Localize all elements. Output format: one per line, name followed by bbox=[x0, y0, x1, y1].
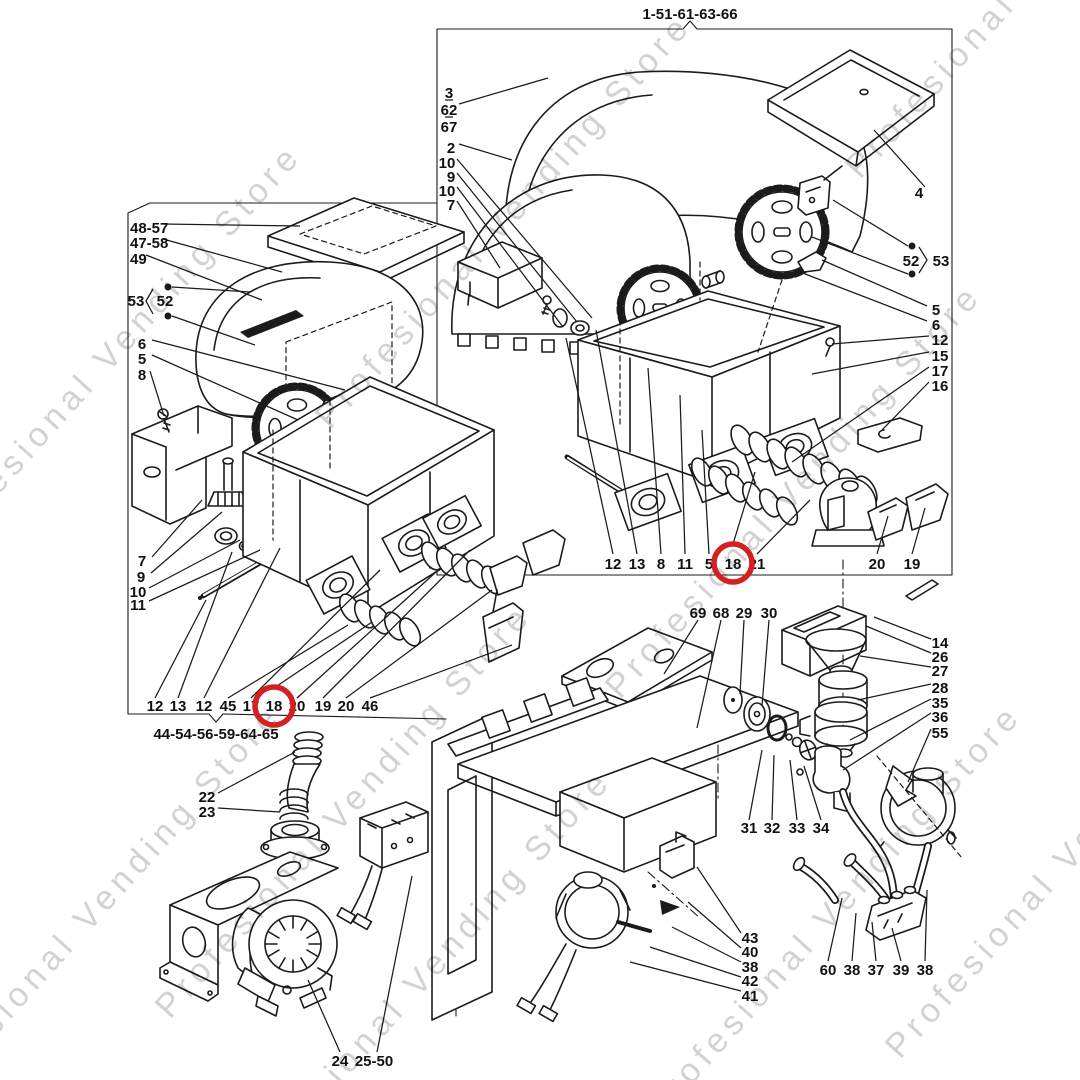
part-label-38: 38 bbox=[917, 962, 934, 979]
part-label-4: 4 bbox=[915, 185, 924, 202]
part-label-29: 29 bbox=[736, 605, 753, 622]
part-label-28: 28 bbox=[932, 680, 949, 697]
blower-assembly-drawing bbox=[159, 731, 429, 1017]
part-label-68: 68 bbox=[713, 605, 730, 622]
right-assembly-drawing bbox=[451, 49, 949, 547]
part-label-5: 5 bbox=[138, 351, 146, 368]
part-label-53: 53 bbox=[128, 293, 145, 310]
auger-coil bbox=[420, 541, 504, 595]
part-label-5: 5 bbox=[932, 302, 940, 319]
part-label-11: 11 bbox=[130, 597, 146, 614]
part-label-52: 52 bbox=[903, 253, 920, 270]
part-label-52: 52 bbox=[157, 293, 174, 310]
part-label-48-57: 48-57 bbox=[130, 220, 168, 237]
part-label-10: 10 bbox=[439, 155, 456, 172]
part-label-44-54-56-59-64-65: 44-54-56-59-64-65 bbox=[153, 726, 278, 743]
part-label-32: 32 bbox=[764, 820, 781, 837]
highlight-circle-part-18 bbox=[252, 684, 296, 728]
highlight-circles bbox=[252, 541, 755, 728]
part-label-10: 10 bbox=[439, 183, 456, 200]
part-label-60: 60 bbox=[820, 962, 837, 979]
part-label-69: 69 bbox=[690, 605, 707, 622]
part-label-10: 10 bbox=[130, 584, 147, 601]
part-label-3: 3 bbox=[445, 85, 453, 102]
part-label-6: 6 bbox=[932, 317, 940, 334]
left-assembly-drawing bbox=[131, 197, 566, 663]
part-label-12: 12 bbox=[605, 556, 622, 573]
part-label-9: 9 bbox=[447, 169, 455, 186]
part-label-38: 38 bbox=[742, 959, 759, 976]
part-label-30: 30 bbox=[761, 605, 778, 622]
part-label-62: 62 bbox=[441, 102, 458, 119]
part-label-36: 36 bbox=[932, 709, 949, 726]
part-label-17: 17 bbox=[932, 363, 949, 380]
part-label-40: 40 bbox=[742, 944, 759, 961]
part-label-46: 46 bbox=[362, 698, 379, 715]
dispenser-dial bbox=[614, 472, 682, 532]
leader-lines bbox=[145, 77, 932, 1053]
assembly-boundary-boxes bbox=[127, 20, 953, 723]
part-label-1-51-61-63-66: 1-51-61-63-66 bbox=[642, 6, 737, 23]
part-label-6: 6 bbox=[138, 336, 146, 353]
part-label-27: 27 bbox=[932, 663, 949, 680]
part-label-12: 12 bbox=[196, 698, 213, 715]
part-label-14: 14 bbox=[932, 635, 949, 652]
part-label-7: 7 bbox=[447, 197, 455, 214]
part-label-47-58: 47-58 bbox=[130, 235, 168, 252]
part-label-26: 26 bbox=[932, 649, 949, 666]
part-label-18: 18 bbox=[266, 698, 283, 715]
part-label-31: 31 bbox=[741, 820, 758, 837]
part-label-20: 20 bbox=[338, 698, 355, 715]
part-label-9: 9 bbox=[137, 569, 145, 586]
part-label-20: 20 bbox=[869, 556, 886, 573]
part-label-37: 37 bbox=[868, 962, 885, 979]
part-label-13: 13 bbox=[629, 556, 646, 573]
part-label-23: 23 bbox=[199, 804, 216, 821]
mixer-funnel-pump-drawing bbox=[723, 579, 963, 941]
part-label-38: 38 bbox=[844, 962, 861, 979]
part-label-19: 19 bbox=[315, 698, 332, 715]
part-label-16: 16 bbox=[932, 378, 949, 395]
part-label-5: 5 bbox=[705, 556, 713, 573]
part-label-45: 45 bbox=[220, 698, 237, 715]
part-label-53: 53 bbox=[933, 253, 950, 270]
watermark-text: Profesional Vending Store bbox=[878, 636, 1080, 1065]
part-label-43: 43 bbox=[742, 930, 759, 947]
part-label-2: 2 bbox=[447, 140, 455, 157]
part-label-49: 49 bbox=[130, 251, 147, 268]
part-label-25-50: 25-50 bbox=[355, 1053, 393, 1070]
part-label-11: 11 bbox=[677, 556, 693, 573]
part-label-19: 19 bbox=[904, 556, 921, 573]
part-label-33: 33 bbox=[789, 820, 806, 837]
part-label-8: 8 bbox=[138, 367, 146, 384]
auger-coil bbox=[690, 457, 799, 526]
part-label-12: 12 bbox=[932, 332, 949, 349]
highlight-circle-part-18 bbox=[711, 541, 755, 585]
part-label-34: 34 bbox=[813, 820, 830, 837]
part-label-24: 24 bbox=[332, 1053, 349, 1070]
part-label-15: 15 bbox=[932, 348, 949, 365]
part-label-12: 12 bbox=[147, 698, 164, 715]
part-label-39: 39 bbox=[893, 962, 910, 979]
part-label-13: 13 bbox=[170, 698, 187, 715]
part-label-8: 8 bbox=[657, 556, 665, 573]
dispenser-dial bbox=[422, 494, 482, 550]
part-label-18: 18 bbox=[725, 556, 742, 573]
part-label-41: 41 bbox=[742, 988, 759, 1005]
part-label-67: 67 bbox=[441, 119, 458, 136]
part-label-42: 42 bbox=[742, 973, 759, 990]
blower-ribs bbox=[264, 915, 322, 973]
part-label-55: 55 bbox=[932, 725, 949, 742]
part-label-7: 7 bbox=[138, 553, 146, 570]
part-label-22: 22 bbox=[199, 789, 216, 806]
part-label-35: 35 bbox=[932, 695, 949, 712]
